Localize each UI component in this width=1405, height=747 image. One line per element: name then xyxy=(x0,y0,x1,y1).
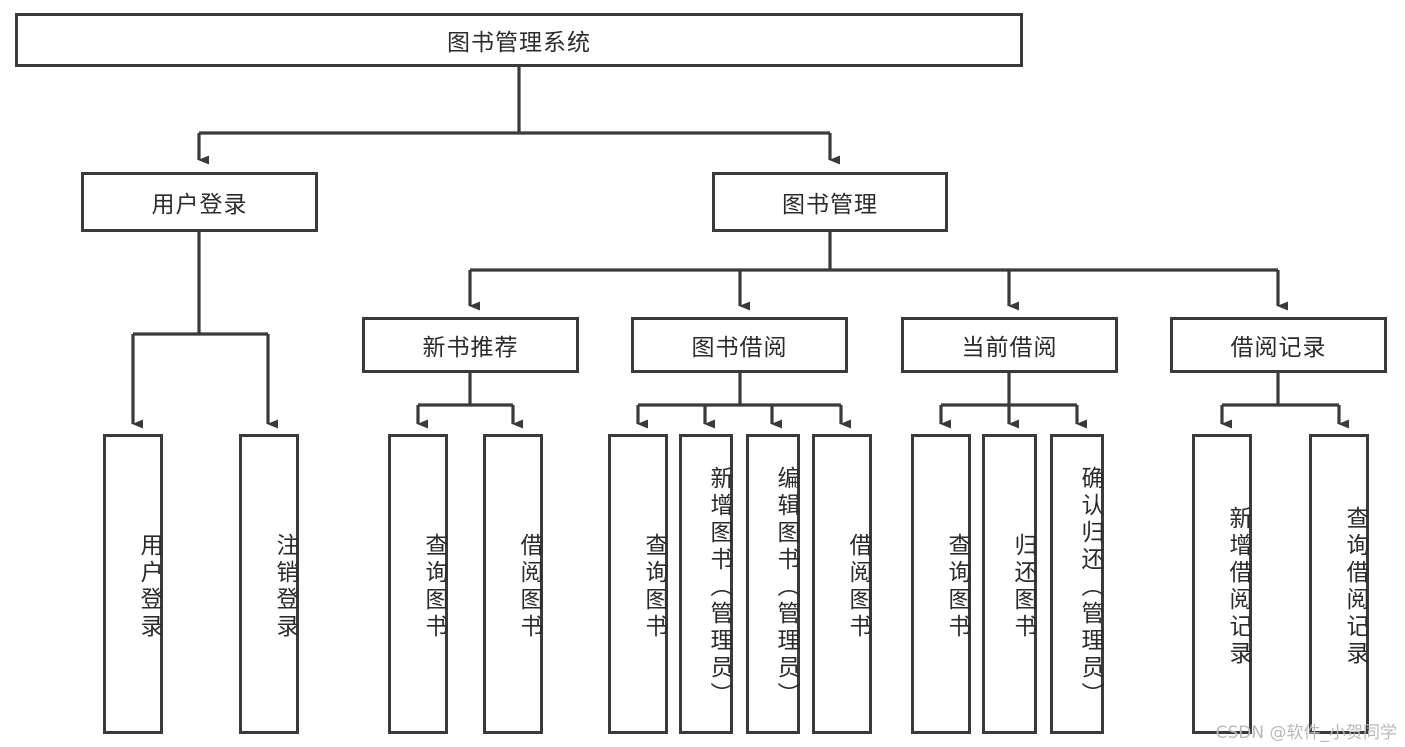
node-book-management[interactable]: 图书管理 xyxy=(712,172,948,232)
leaf-label: 新增借阅记录 xyxy=(1225,506,1251,668)
leaf-label: 归还图书 xyxy=(1010,533,1036,641)
leaf-confirm-return-admin[interactable]: 确认归还（管理员） xyxy=(1050,434,1104,734)
leaf-label: 查询图书 xyxy=(641,533,667,641)
leaf-borrow-book[interactable]: 借阅图书 xyxy=(812,434,872,734)
leaf-label: 查询图书 xyxy=(421,533,447,641)
node-new-book-recommend[interactable]: 新书推荐 xyxy=(362,317,579,373)
leaf-query-borrow-record[interactable]: 查询借阅记录 xyxy=(1309,434,1369,734)
leaf-label: 编辑图书（管理员） xyxy=(773,465,799,709)
node-book-borrow[interactable]: 图书借阅 xyxy=(631,317,848,373)
leaf-label: 新增图书（管理员） xyxy=(706,465,732,709)
node-borrow-record[interactable]: 借阅记录 xyxy=(1170,317,1387,373)
node-user-login[interactable]: 用户登录 xyxy=(81,172,318,232)
leaf-label: 确认归还（管理员） xyxy=(1077,465,1103,709)
leaf-user-login[interactable]: 用户登录 xyxy=(103,434,163,734)
node-current-borrow[interactable]: 当前借阅 xyxy=(901,317,1118,373)
leaf-label: 注销登录 xyxy=(272,533,298,641)
leaf-query-book-borrow[interactable]: 查询图书 xyxy=(608,434,668,734)
leaf-return-book[interactable]: 归还图书 xyxy=(982,434,1037,734)
leaf-label: 借阅图书 xyxy=(516,533,542,641)
leaf-label: 用户登录 xyxy=(136,533,162,641)
node-root-system[interactable]: 图书管理系统 xyxy=(15,13,1023,67)
leaf-add-book-admin[interactable]: 新增图书（管理员） xyxy=(679,434,733,734)
leaf-label: 借阅图书 xyxy=(845,533,871,641)
leaf-label: 查询图书 xyxy=(944,533,970,641)
leaf-edit-book-admin[interactable]: 编辑图书（管理员） xyxy=(746,434,800,734)
leaf-query-book-recommend[interactable]: 查询图书 xyxy=(388,434,448,734)
csdn-watermark: CSDN @软件_小贺同学 xyxy=(1215,723,1397,743)
leaf-borrow-book-recommend[interactable]: 借阅图书 xyxy=(483,434,543,734)
leaf-label: 查询借阅记录 xyxy=(1342,506,1368,668)
leaf-add-borrow-record[interactable]: 新增借阅记录 xyxy=(1192,434,1252,734)
leaf-logout-login[interactable]: 注销登录 xyxy=(239,434,299,734)
leaf-query-book-current[interactable]: 查询图书 xyxy=(911,434,971,734)
